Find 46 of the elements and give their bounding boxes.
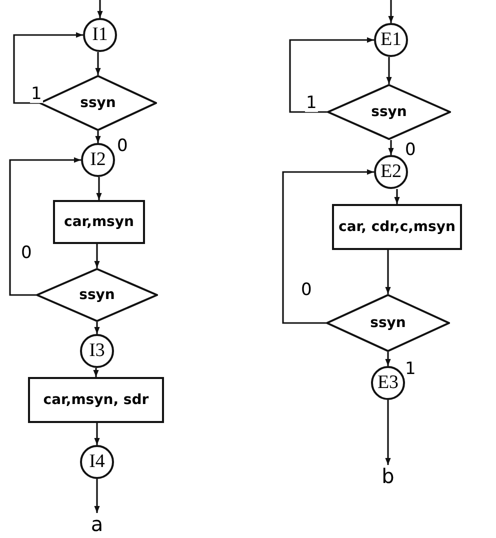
node-label: E1: [380, 28, 402, 52]
arrow: [385, 352, 391, 366]
arrow: [282, 169, 374, 324]
arrow: [96, 177, 102, 200]
node-label: ssyn: [79, 286, 115, 304]
decision-diamond: [39, 75, 157, 131]
arrow: [95, 52, 101, 75]
arrow: [93, 368, 99, 377]
arrow: [289, 37, 374, 113]
arrow: [385, 400, 391, 465]
arrow: [94, 479, 100, 513]
arrow: [385, 250, 391, 294]
edge-label: 1: [404, 361, 417, 378]
node-label: ssyn: [370, 314, 406, 332]
node-label: car,msyn: [64, 212, 134, 232]
decision-diamond: [326, 294, 450, 352]
figure-label: b: [380, 465, 396, 487]
action-box: [28, 377, 164, 423]
figure-label: a: [89, 513, 105, 535]
node-label: E3: [377, 370, 399, 395]
node-label: ssyn: [371, 102, 407, 122]
arrow: [388, 0, 394, 23]
decision-diamond: [327, 84, 451, 140]
edge-label: 1: [30, 86, 43, 103]
arrow: [95, 131, 101, 143]
edge-label: 1: [305, 95, 318, 112]
node-label: I1: [92, 22, 108, 47]
node-label: E2: [380, 160, 402, 184]
decision-diamond: [36, 268, 158, 322]
arrow: [386, 57, 392, 84]
node-label: ssyn: [80, 94, 116, 112]
arrow: [94, 244, 100, 268]
arrow: [13, 32, 83, 104]
node-label: I4: [89, 450, 105, 474]
node-label: car,msyn, sdr: [43, 390, 149, 410]
arrow: [9, 157, 81, 296]
node-label: I2: [90, 148, 106, 172]
arrow: [388, 140, 394, 155]
action-box: [332, 204, 462, 250]
action-box: [53, 200, 145, 244]
arrow: [94, 322, 100, 334]
arrow: [394, 189, 400, 204]
node-label: car, cdr,c,msyn: [338, 218, 456, 236]
arrow: [94, 423, 100, 445]
arrow: [97, 0, 103, 18]
node-label: I3: [89, 338, 105, 363]
